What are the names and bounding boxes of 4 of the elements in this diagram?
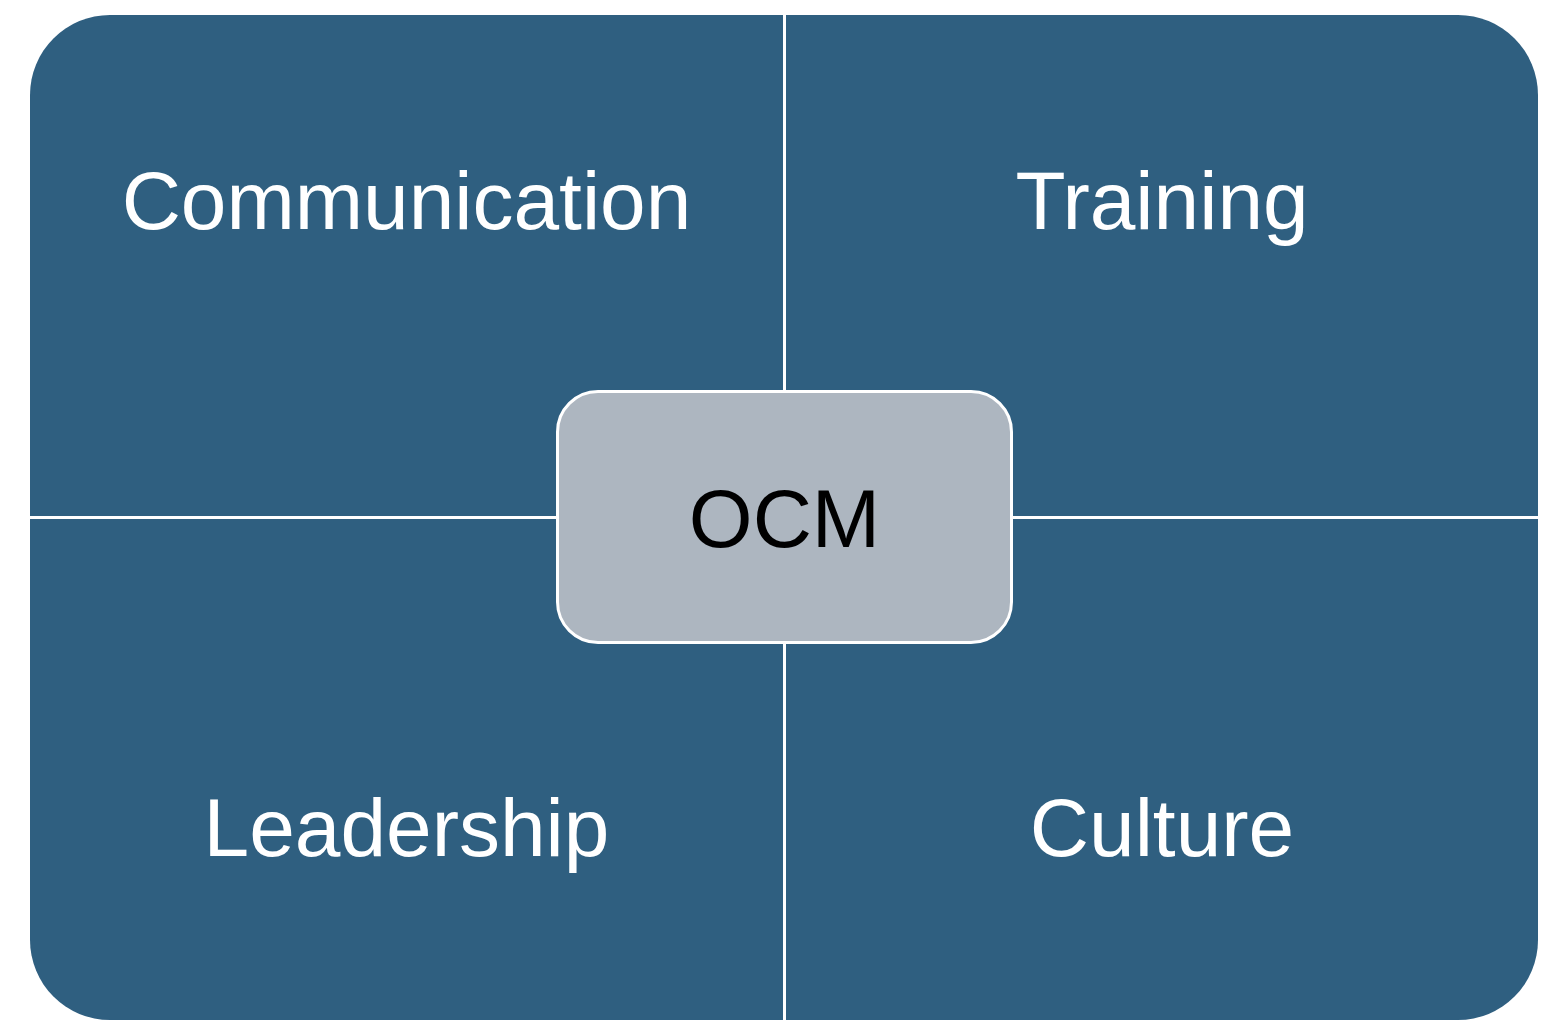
quadrant-label: Communication [121, 160, 692, 242]
quadrant-label: Culture [1029, 787, 1295, 869]
center-box [556, 390, 1013, 644]
center-label: OCM [688, 478, 881, 560]
